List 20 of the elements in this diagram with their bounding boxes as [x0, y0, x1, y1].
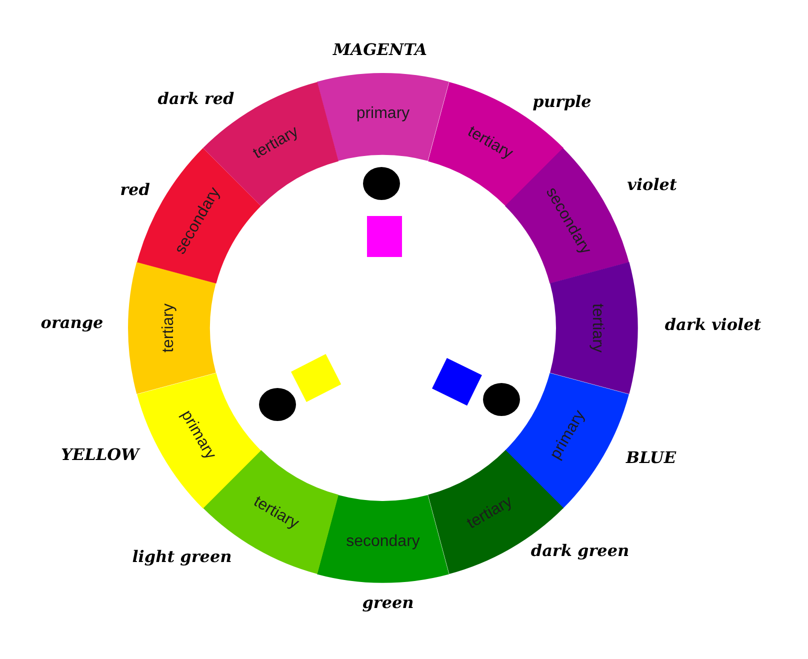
color-name-label: purple	[532, 93, 592, 111]
category-label: secondary	[346, 533, 420, 551]
category-label: primary	[356, 105, 410, 123]
color-wheel-segment	[550, 262, 638, 394]
color-name-label: orange	[40, 314, 104, 332]
color-wheel-segment	[317, 73, 449, 161]
category-label: tertiary	[160, 304, 178, 352]
color-name-label: dark green	[530, 542, 630, 560]
color-name-label: YELLOW	[60, 446, 140, 464]
color-name-label: dark violet	[664, 316, 762, 334]
color-name-label: green	[362, 594, 414, 612]
color-name-label: violet	[627, 176, 677, 194]
color-wheel-segment	[128, 262, 216, 394]
color-name-label: light green	[132, 548, 232, 566]
color-name-label: red	[120, 181, 150, 199]
color-wheel-segment	[317, 495, 449, 583]
color-name-label: BLUE	[626, 449, 676, 467]
color-name-label: MAGENTA	[332, 41, 428, 59]
color-name-label: dark red	[158, 90, 234, 108]
category-label: tertiary	[588, 304, 606, 352]
